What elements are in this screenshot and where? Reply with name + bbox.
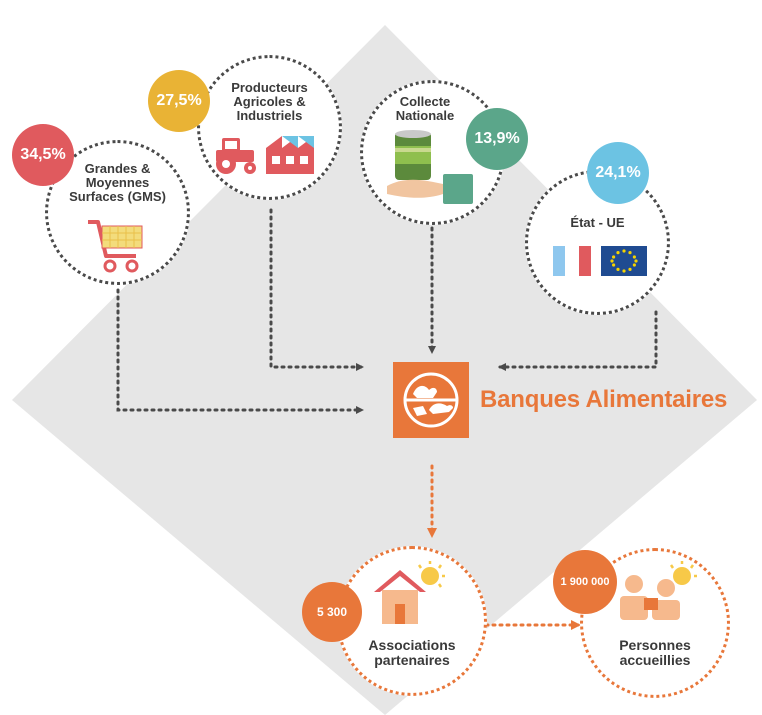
center-title: Banques Alimentaires bbox=[480, 386, 728, 413]
connector-etat bbox=[498, 310, 658, 371]
house-sun-icon bbox=[374, 561, 445, 624]
people-sun-icon bbox=[620, 561, 697, 620]
count-badge-associations: 5 300 bbox=[302, 582, 362, 642]
source-label-gms: Grandes & Moyennes Surfaces (GMS) bbox=[69, 161, 166, 204]
source-circle-producteurs bbox=[197, 55, 342, 200]
output-label-associations: Associations partenaires bbox=[368, 637, 456, 668]
connector-producteurs bbox=[269, 208, 364, 371]
source-label-etat: État - UE bbox=[570, 215, 625, 230]
banques-alimentaires-logo-icon bbox=[393, 362, 469, 438]
source-label-collecte: Collecte Nationale bbox=[395, 94, 455, 123]
can-hand-icon bbox=[387, 130, 473, 204]
count-badge-personnes: 1 900 000 bbox=[553, 550, 617, 614]
percent-badge-etat: 24,1% bbox=[587, 142, 649, 204]
percent-badge-collecte: 13,9% bbox=[466, 108, 528, 170]
shopping-cart-icon bbox=[88, 220, 143, 273]
percent-badge-gms: 34,5% bbox=[12, 124, 74, 186]
connector-gms bbox=[116, 288, 364, 414]
tractor-factory-icon bbox=[216, 136, 314, 174]
output-label-personnes: Personnes accueillies bbox=[619, 637, 691, 668]
source-label-producteurs: Producteurs Agricoles & Industriels bbox=[231, 80, 308, 123]
percent-badge-producteurs: 27,5% bbox=[148, 70, 210, 132]
flags-icon bbox=[553, 246, 647, 276]
